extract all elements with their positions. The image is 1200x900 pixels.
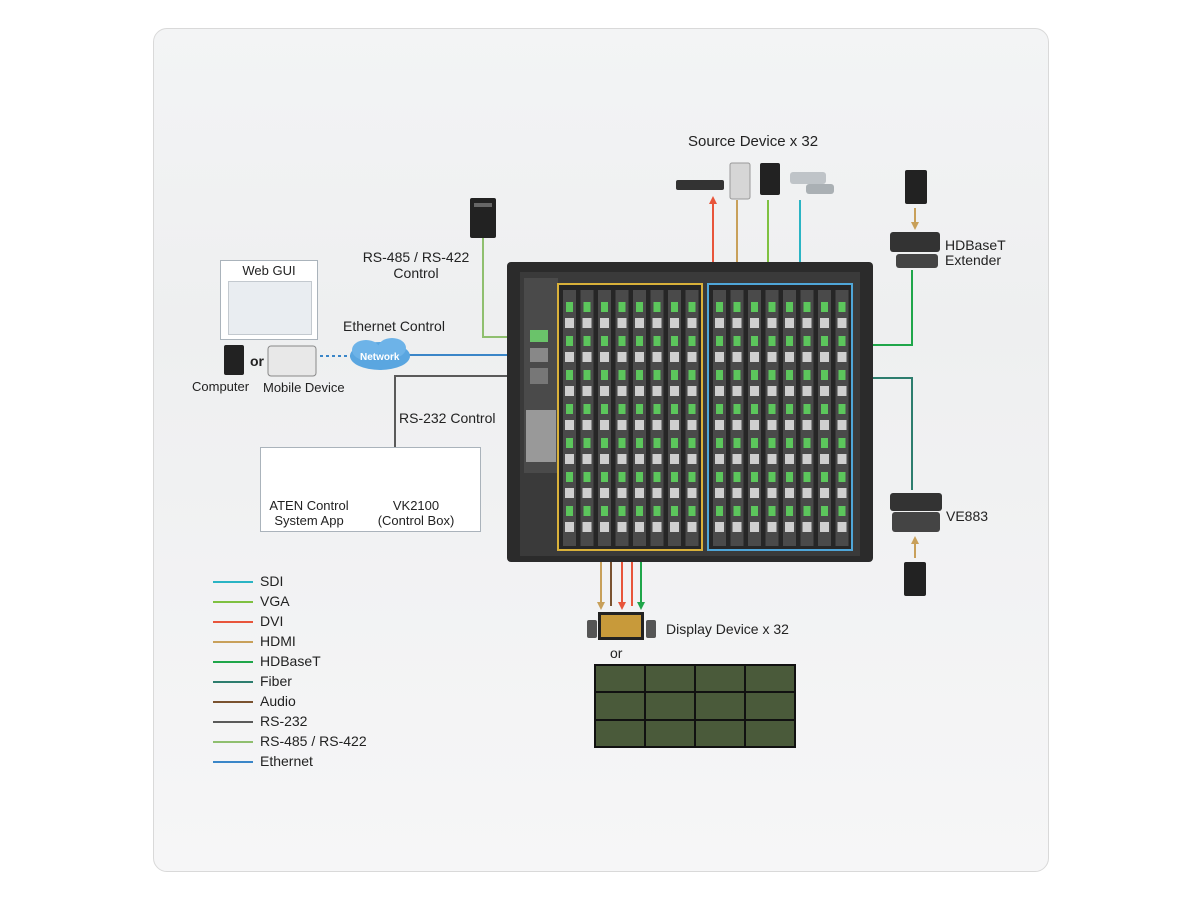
io-card <box>580 290 594 546</box>
rs485-label: RS-485 / RS-422 <box>362 249 470 265</box>
legend-item: HDBaseT <box>213 652 413 672</box>
io-card <box>748 290 761 546</box>
legend-label: DVI <box>260 613 284 629</box>
io-card <box>633 290 646 546</box>
ve883-label: VE883 <box>946 508 989 524</box>
legend-label: HDBaseT <box>260 653 321 669</box>
network-cloud-icon <box>350 338 410 370</box>
arrow-up <box>709 196 717 204</box>
legend-swatch <box>213 701 253 703</box>
legend-item: Audio <box>213 692 413 712</box>
arrow-up <box>911 536 919 544</box>
web-gui-label: Web GUI <box>242 263 296 278</box>
legend-label: Audio <box>260 693 296 709</box>
display-or-label: or <box>610 645 623 661</box>
fan-module <box>526 410 556 462</box>
vk2100-label-1: VK2100 <box>392 498 440 513</box>
rs485-control-label: Control <box>393 265 439 281</box>
legend-swatch <box>213 721 253 723</box>
io-card <box>835 290 849 546</box>
legend-label: SDI <box>260 573 284 589</box>
legend-label: Ethernet <box>260 753 313 769</box>
legend-item: Ethernet <box>213 752 413 772</box>
rs232-line <box>394 375 528 450</box>
legend-swatch <box>213 681 253 683</box>
rs485-tower-icon <box>470 198 496 238</box>
legend-swatch <box>213 761 253 763</box>
web-gui-screenshot <box>228 281 312 335</box>
legend-item: DVI <box>213 612 413 632</box>
legend-item: HDMI <box>213 632 413 652</box>
computer-icon <box>224 345 244 375</box>
display-device-label: Display Device x 32 <box>666 621 789 637</box>
arrow-down <box>597 602 605 610</box>
speaker-icon <box>587 620 597 638</box>
legend-label: RS-232 <box>260 713 308 729</box>
vk2100-label-2: (Control Box) <box>377 513 455 528</box>
io-card <box>713 290 726 546</box>
legend-swatch <box>213 581 253 583</box>
mobile-device-label: Mobile Device <box>263 380 345 395</box>
ve883-icon <box>890 493 942 532</box>
legend-label: RS-485 / RS-422 <box>260 733 367 749</box>
legend-swatch <box>213 641 253 643</box>
rs232-control-label: RS-232 Control <box>399 410 496 426</box>
network-label: Network <box>360 352 400 363</box>
legend-item: VGA <box>213 592 413 612</box>
io-card <box>598 290 611 546</box>
mobile-device-icon <box>267 345 317 377</box>
rs232-control-box <box>260 447 481 532</box>
io-card <box>685 290 699 546</box>
io-card <box>818 290 831 546</box>
video-wall-image <box>594 664 796 748</box>
legend-label: Fiber <box>260 673 292 689</box>
legend-swatch <box>213 601 253 603</box>
ve883-source-tower-icon <box>904 562 926 596</box>
io-card <box>563 290 576 546</box>
hdbaset-extender-icon <box>890 232 940 268</box>
io-card <box>783 290 796 546</box>
control-port-1 <box>530 330 548 342</box>
io-cards <box>563 290 849 546</box>
io-card <box>668 290 681 546</box>
io-card <box>765 290 779 546</box>
control-port-2 <box>530 348 548 362</box>
dvd-player-icon <box>676 180 724 190</box>
legend-item: Fiber <box>213 672 413 692</box>
legend-item: SDI <box>213 572 413 592</box>
control-port-3 <box>530 368 548 384</box>
web-gui-box: Web GUI <box>220 260 318 340</box>
ethernet-control-label: Ethernet Control <box>343 318 445 334</box>
or-label: or <box>250 353 264 369</box>
legend-item: RS-485 / RS-422 <box>213 732 413 752</box>
arrow-down <box>911 222 919 230</box>
arrow-down <box>637 602 645 610</box>
io-card <box>800 290 814 546</box>
speaker-icon <box>646 620 656 638</box>
io-card <box>615 290 629 546</box>
hdbaset-label-1: HDBaseT <box>945 237 1006 253</box>
legend-swatch <box>213 621 253 623</box>
computer-label: Computer <box>192 379 250 394</box>
aten-control-label-2: System App <box>274 513 344 528</box>
hdbaset-source-tower-icon <box>905 170 927 204</box>
tv-display-icon <box>598 612 644 640</box>
camera-icon <box>790 172 834 194</box>
tower-pc-icon <box>760 163 780 195</box>
hdbaset-label-2: Extender <box>945 252 1002 268</box>
legend-label: VGA <box>260 593 290 609</box>
io-card <box>730 290 744 546</box>
source-device-label: Source Device x 32 <box>688 133 819 150</box>
legend-swatch <box>213 661 253 663</box>
arrow-down <box>618 602 626 610</box>
io-card <box>650 290 664 546</box>
aten-control-label-1: ATEN Control <box>269 498 349 513</box>
legend-swatch <box>213 741 253 743</box>
legend-label: HDMI <box>260 633 296 649</box>
server-icon <box>729 162 751 200</box>
legend-item: RS-232 <box>213 712 413 732</box>
